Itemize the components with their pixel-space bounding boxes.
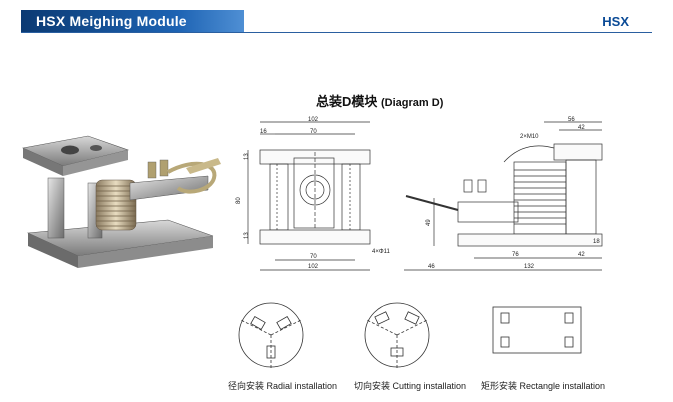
header-title: HSX Meighing Module xyxy=(36,13,187,29)
side-dim-76: 76 xyxy=(512,252,519,258)
front-view-drawing: 102 70 16 13 80 13 70 102 4×Φ11 xyxy=(236,117,391,271)
radial-installation-diagram xyxy=(238,302,304,368)
side-dim-46: 46 xyxy=(428,264,435,270)
front-dim-top: 102 xyxy=(308,117,319,123)
side-dim-42-top: 42 xyxy=(578,125,585,131)
diagram-title: 总装D模块 (Diagram D) xyxy=(316,91,443,110)
diagram-title-en: (Diagram D) xyxy=(381,97,444,109)
side-view-drawing: 56 42 2×M10 49 18 42 76 46 132 xyxy=(404,117,603,271)
header-rule xyxy=(21,32,652,33)
product-photo xyxy=(22,135,221,268)
side-dim-56: 56 xyxy=(568,117,575,123)
caption-radial: 径向安装 Radial installation xyxy=(228,381,338,391)
side-dim-42-bottom: 42 xyxy=(578,252,585,258)
side-dim-49: 49 xyxy=(426,219,432,226)
header-bar xyxy=(21,10,244,32)
front-dim-13-bottom: 13 xyxy=(244,232,250,239)
caption-rectangle: 矩形安装 Rectangle installation xyxy=(481,381,606,391)
diagram-title-cn: 总装D模块 xyxy=(316,94,378,109)
cutting-installation-diagram xyxy=(364,302,430,368)
front-dim-102-bottom: 102 xyxy=(308,264,319,270)
front-dim-70-bottom: 70 xyxy=(310,254,317,260)
front-dim-80: 80 xyxy=(236,197,242,204)
side-dim-18: 18 xyxy=(593,239,600,245)
front-holes-label: 4×Φ11 xyxy=(372,249,391,255)
front-dim-70-top: 70 xyxy=(310,129,317,135)
rectangle-installation-diagram xyxy=(492,306,582,354)
side-dim-132: 132 xyxy=(524,264,535,270)
front-dim-16: 16 xyxy=(260,129,267,135)
front-dim-13-top: 13 xyxy=(244,153,250,160)
caption-cutting: 切向安装 Cutting installation xyxy=(354,381,467,391)
brand-label: HSX xyxy=(602,14,629,29)
side-thread-label: 2×M10 xyxy=(520,134,539,140)
